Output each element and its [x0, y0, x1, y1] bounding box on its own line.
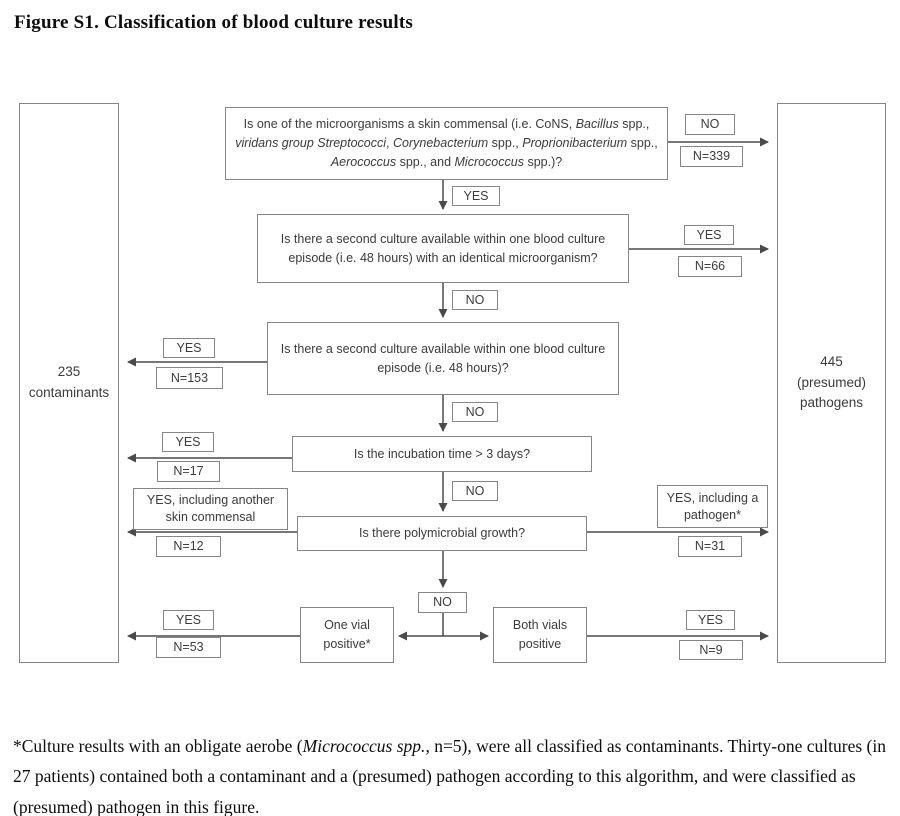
label-yes-both-vials: YES [686, 610, 735, 630]
label-yes-skin-commensal: YES, including another skin commensal [133, 488, 288, 530]
count-n53: N=53 [156, 637, 221, 658]
label-yes-one-vial: YES [163, 610, 214, 630]
question-incubation-time: Is the incubation time > 3 days? [292, 436, 592, 472]
figure-title: Figure S1. Classification of blood cultu… [14, 12, 413, 33]
question-skin-commensal-text: Is one of the microorganisms a skin comm… [235, 117, 658, 169]
question-second-culture-identical-text: Is there a second culture available with… [280, 231, 606, 265]
question-polymicrobial-growth: Is there polymicrobial growth? [297, 516, 587, 551]
label-no-q1: NO [685, 114, 735, 135]
count-n31: N=31 [678, 536, 742, 557]
terminal-one-vial-positive: One vial positive* [300, 607, 394, 663]
count-n339: N=339 [680, 146, 743, 167]
label-yes-q4: YES [162, 432, 214, 452]
label-no-q4: NO [452, 481, 498, 501]
outcome-pathogens: 445 (presumed) pathogens [777, 103, 886, 663]
count-n17: N=17 [157, 461, 220, 482]
label-yes-pathogen: YES, including a pathogen* [657, 485, 768, 528]
question-polymicrobial-growth-text: Is there polymicrobial growth? [358, 526, 526, 541]
count-n9: N=9 [679, 640, 743, 660]
label-yes-q1: YES [452, 186, 500, 206]
question-second-culture-identical: Is there a second culture available with… [257, 214, 629, 283]
label-no-q2: NO [452, 290, 498, 310]
question-incubation-time-text: Is the incubation time > 3 days? [353, 446, 531, 461]
label-yes-q2: YES [684, 225, 734, 245]
question-skin-commensal: Is one of the microorganisms a skin comm… [225, 107, 668, 180]
count-n12: N=12 [156, 536, 221, 557]
label-yes-q3: YES [163, 338, 215, 358]
question-second-culture: Is there a second culture available with… [267, 322, 619, 395]
question-second-culture-text: Is there a second culture available with… [280, 341, 606, 375]
terminal-both-vials-positive: Both vials positive [493, 607, 587, 663]
label-no-q3: NO [452, 402, 498, 422]
label-no-q5: NO [418, 592, 467, 613]
count-n66: N=66 [678, 256, 742, 277]
count-n153: N=153 [156, 367, 223, 389]
footnote: *Culture results with an obligate aerobe… [13, 736, 886, 816]
outcome-contaminants: 235 contaminants [19, 103, 119, 663]
